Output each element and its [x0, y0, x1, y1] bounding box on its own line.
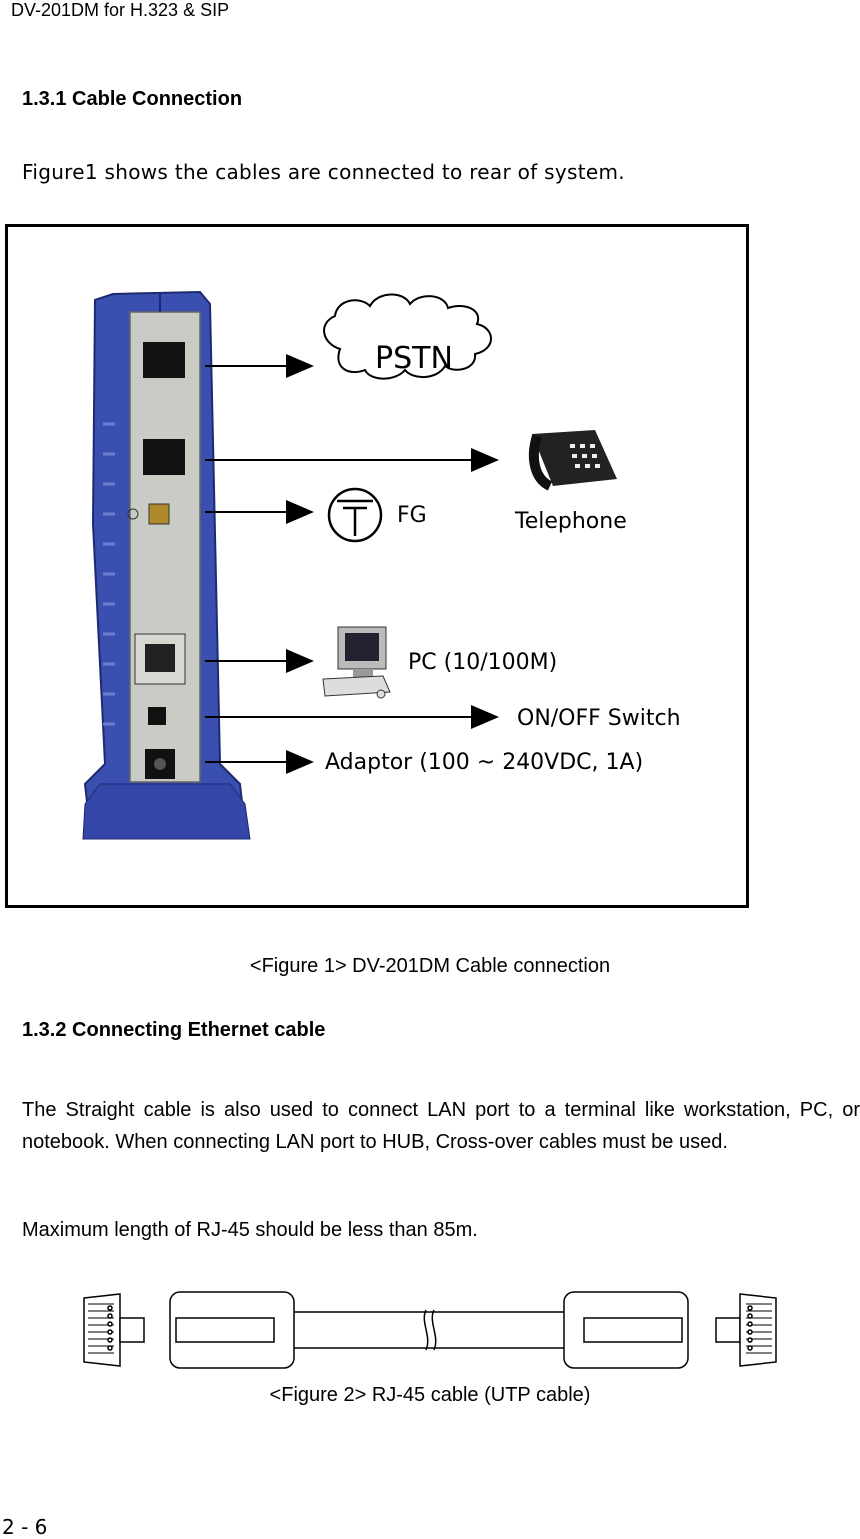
pstn-port [143, 342, 185, 378]
ethernet-paragraph: The Straight cable is also used to conne… [22, 1099, 860, 1153]
max-length-paragraph: Maximum length of RJ-45 should be less t… [22, 1219, 478, 1241]
right-plug-contacts-icon [715, 1293, 777, 1367]
pstn-cloud-icon [323, 293, 492, 380]
label-pc: PC (10/100M) [408, 650, 557, 675]
section-intro: Figure1 shows the cables are connected t… [22, 160, 625, 184]
figure-rj45-cable [83, 1291, 777, 1369]
fg-terminal [148, 503, 170, 525]
power-switch [148, 707, 166, 725]
connection-arrows [205, 354, 499, 774]
right-connector-icon [563, 1291, 689, 1369]
figure1-caption: <Figure 1> DV-201DM Cable connection [249, 955, 611, 977]
label-adaptor: Adaptor (100 ~ 240VDC, 1A) [325, 750, 643, 775]
cable-icon [294, 1309, 564, 1351]
device-rear-panel [82, 290, 251, 840]
left-connector-icon [169, 1291, 295, 1369]
section-heading-cable-connection: 1.3.1 Cable Connection [22, 88, 243, 110]
device-stand [82, 783, 251, 840]
label-pstn: PSTN [375, 341, 453, 376]
telephone-icon [528, 430, 617, 491]
running-header: DV-201DM for H.323 & SIP [11, 0, 230, 20]
tel-port [143, 439, 185, 475]
page-number: 2 - 6 [2, 1515, 48, 1539]
label-telephone: Telephone [514, 509, 627, 534]
label-fg: FG [397, 503, 427, 528]
section-heading-ethernet-cable: 1.3.2 Connecting Ethernet cable [22, 1019, 326, 1041]
figure2-caption: <Figure 2> RJ-45 cable (UTP cable) [269, 1384, 591, 1406]
pc-icon [322, 626, 391, 699]
left-plug-contacts-icon [83, 1293, 145, 1367]
label-switch: ON/OFF Switch [517, 706, 681, 731]
figure-cable-connection: PSTN Telephone FG PC (10/100M) ON/OFF Sw… [5, 224, 749, 908]
ground-icon [327, 487, 383, 543]
